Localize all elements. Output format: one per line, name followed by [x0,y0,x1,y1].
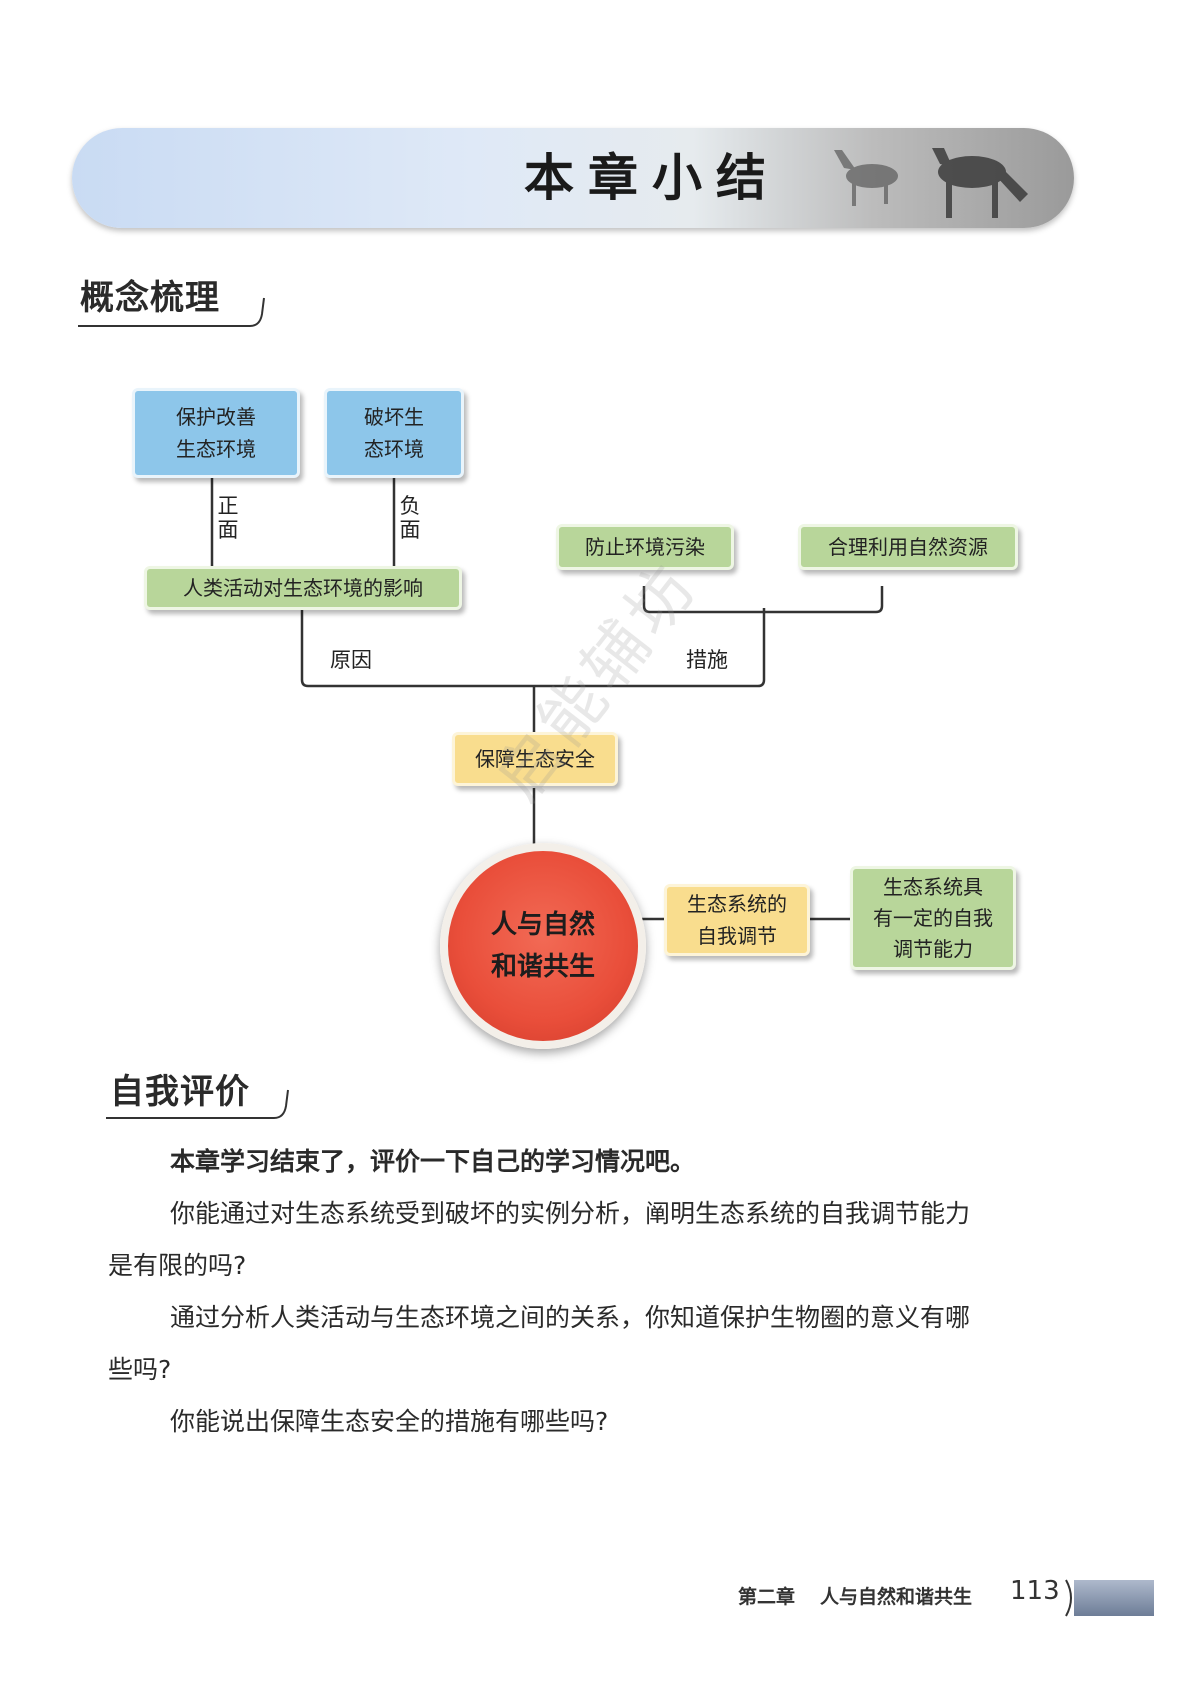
box-ecological-security: 保障生态安全 [452,732,618,786]
box-prevent-text: 防止环境污染 [585,535,705,559]
box-influence-text: 人类活动对生态环境的影响 [183,576,423,600]
footer-chapter: 第二章 [738,1586,796,1608]
box-protect-line2: 生态环境 [176,437,256,461]
chapter-banner: 本章小结 [72,128,1074,228]
concept-heading: 概念梳理 [80,278,220,318]
self-eval-heading: 自我评价 [110,1072,250,1112]
center-harmony-circle: 人与自然和谐共生 [440,843,646,1049]
label-measure: 措施 [686,648,728,672]
box-self-regulation: 生态系统的自我调节 [664,884,810,956]
box-protect-environment: 保护改善生态环境 [132,388,300,478]
horse-illustration [834,148,1028,218]
label-negative: 负面 [399,494,421,542]
page-number: 113 [1010,1576,1060,1606]
box-destroy-line2: 态环境 [364,437,424,461]
box-destroy-line1: 破坏生 [364,405,424,429]
box-use-text: 合理利用自然资源 [828,535,988,559]
center-line2: 和谐共生 [490,952,595,982]
concept-underline [78,297,265,327]
banner-title: 本章小结 [524,149,780,207]
self-eval-p1: 本章学习结束了，评价一下自己的学习情况吧。 [170,1147,696,1176]
box-security-text: 保障生态安全 [475,747,595,771]
box-capacity-line3: 调节能力 [893,936,973,961]
box-prevent-pollution: 防止环境污染 [556,524,734,570]
box-selfreg-line2: 自我调节 [697,924,777,948]
self-eval-p2a: 你能通过对生态系统受到破坏的实例分析，阐明生态系统的自我调节能力 [170,1199,971,1228]
label-positive: 正面 [217,494,239,542]
self-eval-p4: 你能说出保障生态安全的措施有哪些吗? [170,1407,609,1436]
self-eval-underline [106,1089,289,1119]
self-eval-p2b: 是有限的吗? [108,1251,247,1280]
box-capacity-line1: 生态系统具 [883,874,983,899]
box-protect-line1: 保护改善 [176,405,256,429]
box-destroy-environment: 破坏生态环境 [324,388,464,478]
footer-chapter-title: 人与自然和谐共生 [820,1586,973,1608]
self-eval-p3b: 些吗? [108,1355,172,1384]
footer-bar [1074,1580,1154,1616]
center-line1: 人与自然 [490,910,595,940]
diagram-connectors [210,478,884,921]
box-use-resources: 合理利用自然资源 [798,524,1018,570]
box-regulation-capacity: 生态系统具有一定的自我调节能力 [850,866,1016,970]
box-human-influence: 人类活动对生态环境的影响 [144,566,462,610]
footer-bracket [1065,1579,1072,1617]
box-selfreg-line1: 生态系统的 [687,892,787,916]
self-eval-p3a: 通过分析人类活动与生态环境之间的关系，你知道保护生物圈的意义有哪 [170,1303,971,1332]
box-capacity-line2: 有一定的自我 [873,905,993,930]
label-cause: 原因 [330,648,372,672]
